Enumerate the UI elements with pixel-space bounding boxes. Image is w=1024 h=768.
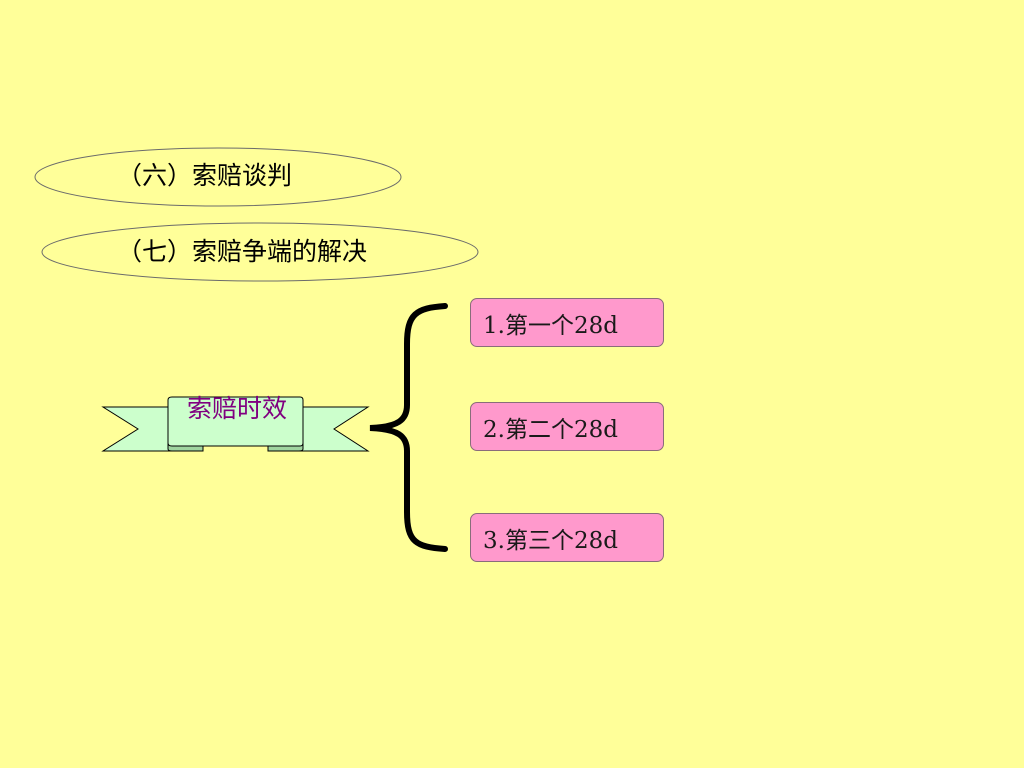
item-label-1: （六）索赔谈判 [117,161,293,190]
ribbon-center [167,396,304,447]
item-ellipse-2 [41,222,479,282]
item-label-2: （七）索赔争端的解决 [117,237,368,266]
step-label-1: 1.第一个28d [483,312,618,339]
item-ellipse-1 [34,147,402,207]
step-box-3: 3.第三个28d [470,513,664,562]
step-box-1: 1.第一个28d [470,298,664,347]
step-label-3: 3.第三个28d [483,527,618,554]
step-label-2: 2.第二个28d [483,416,618,443]
ribbon-banner [101,396,370,452]
step-box-2: 2.第二个28d [470,402,664,451]
curly-brace [369,303,448,552]
banner-label: 索赔时效 [186,394,287,423]
